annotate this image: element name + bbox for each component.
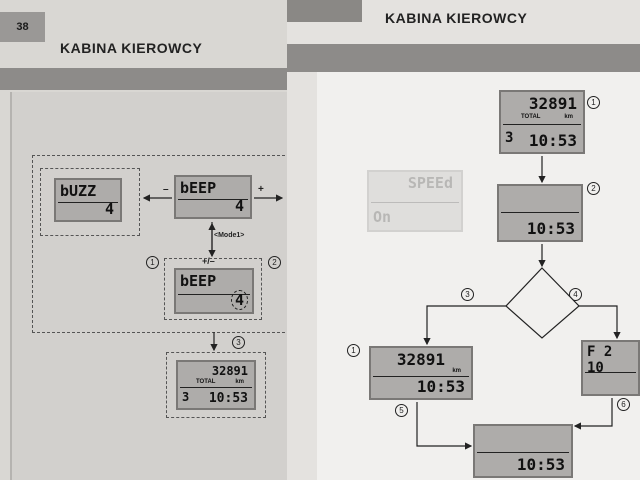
main-odometer: 32891 xyxy=(528,94,577,113)
result-trip: 3 xyxy=(182,390,190,404)
main-time: 10:53 xyxy=(528,131,577,150)
lcd-separator xyxy=(477,452,569,453)
right-marker-2: 2 xyxy=(587,182,600,195)
beep-adjust-display: bEEP 4 xyxy=(174,268,254,314)
left-result-time: 10:53 xyxy=(416,377,465,396)
lcd-separator xyxy=(58,202,118,203)
left-page-title: KABINA KIEROWCY xyxy=(60,40,203,56)
result-time: 10:53 xyxy=(208,391,248,406)
result-odometer: 32891 xyxy=(211,364,248,378)
faded-display-top: SPEEd xyxy=(407,174,453,192)
marker-1: 1 xyxy=(146,256,159,269)
buzz-dashed-box xyxy=(40,168,140,236)
lcd-separator xyxy=(503,124,581,125)
mode-label: <Mode1> xyxy=(214,232,245,239)
lcd-separator xyxy=(373,376,469,377)
left-result-odometer: 32891 xyxy=(396,350,445,369)
second-time: 10:53 xyxy=(526,219,575,238)
faded-display: SPEEd On xyxy=(367,170,463,232)
second-display: 10:53 xyxy=(497,184,583,242)
right-marker-5: 5 xyxy=(395,404,408,417)
beep-adjust-display-bottom: 4 xyxy=(230,290,248,310)
lcd-separator xyxy=(585,372,636,373)
lcd-separator xyxy=(178,199,248,200)
right-marker-3: 3 xyxy=(461,288,474,301)
main-total-label: TOTAL xyxy=(521,114,541,120)
right-marker-1: 1 xyxy=(587,96,600,109)
bottom-display: 10:53 xyxy=(473,424,573,478)
beep-adjust-dashed-box xyxy=(164,258,262,320)
beep-display: bEEP 4 xyxy=(174,175,252,219)
right-diagram-panel xyxy=(317,72,640,480)
beep-adjust-display-top: bEEP xyxy=(180,272,217,290)
right-arrows xyxy=(416,156,621,450)
buzz-display: bUZZ 4 xyxy=(54,178,122,222)
result-km-label: km xyxy=(235,379,244,385)
right-marker-4: 4 xyxy=(569,288,582,301)
marker-3: 3 xyxy=(232,336,245,349)
faded-display-bottom: On xyxy=(373,208,392,226)
lcd-separator xyxy=(501,212,579,213)
lcd-separator xyxy=(180,387,252,388)
buzz-display-bottom: 4 xyxy=(104,200,114,218)
right-result-display: F 2 10 xyxy=(581,340,640,396)
right-marker-1b: 1 xyxy=(347,344,360,357)
left-manual-page: 38 KABINA KIEROWCY bUZZ 4 bEEP 4 – + <Mo… xyxy=(0,0,300,480)
main-display: 32891 TOTAL km 3 10:53 xyxy=(499,90,585,154)
left-header-band xyxy=(0,68,300,90)
lcd-separator xyxy=(178,294,250,295)
lcd-separator xyxy=(371,202,459,203)
result-total-label: TOTAL xyxy=(196,379,216,385)
main-km-label: km xyxy=(564,114,573,120)
plus-label: + xyxy=(258,184,264,195)
buzz-display-top: bUZZ xyxy=(60,182,97,200)
decision-diamond xyxy=(505,267,580,339)
left-result-display: 32891 km 10:53 xyxy=(369,346,473,400)
plus-minus-label: +/– xyxy=(202,256,215,266)
bottom-time: 10:53 xyxy=(516,455,565,474)
result-dashed-box xyxy=(166,352,266,418)
left-result-km-label: km xyxy=(452,368,461,374)
result-display: 32891 TOTAL km 3 10:53 xyxy=(176,360,256,410)
minus-label: – xyxy=(163,184,169,195)
right-manual-page: KABINA KIEROWCY 32891 TOTAL km 3 10:53 1… xyxy=(287,0,640,480)
left-arrows xyxy=(142,194,284,352)
beep-display-top: bEEP xyxy=(180,179,217,197)
right-header-box xyxy=(287,0,362,22)
right-marker-6: 6 xyxy=(617,398,630,411)
marker-2: 2 xyxy=(268,256,281,269)
page-number-box: 38 xyxy=(0,12,45,42)
right-page-title: KABINA KIEROWCY xyxy=(385,10,528,26)
main-trip: 3 xyxy=(505,130,514,146)
beep-display-bottom: 4 xyxy=(234,197,244,215)
page-number: 38 xyxy=(16,21,29,33)
right-header-band xyxy=(287,44,640,72)
